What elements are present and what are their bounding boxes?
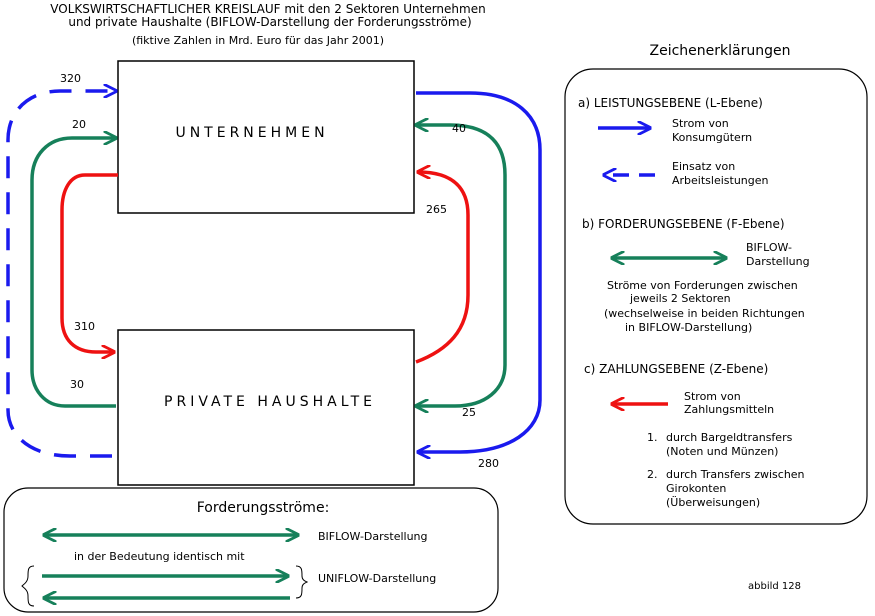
legend-b-desc4: in BIFLOW-Darstellung)	[625, 321, 752, 334]
legend-a1-line2: Konsumgütern	[672, 131, 752, 144]
flow-forderung-20-30	[30, 138, 116, 408]
label-private-haushalte: PRIVATE HAUSHALTE	[164, 394, 376, 410]
legend-c-item1-line1: durch Bargeldtransfers	[666, 431, 793, 444]
legend-a2-line2: Arbeitsleistungen	[672, 174, 769, 187]
value-280: 280	[478, 457, 499, 470]
forderungsstroeme-box	[3, 487, 499, 613]
bottom-biflow-label: BIFLOW-Darstellung	[318, 530, 428, 543]
legend-c-item2-line2: Girokonten	[666, 482, 726, 495]
box-unternehmen	[117, 60, 415, 214]
legend-box	[564, 68, 868, 525]
bottom-uniflow-label: UNIFLOW-Darstellung	[318, 572, 436, 585]
title-line-2: und private Haushalte (BIFLOW-Darstellun…	[68, 15, 471, 29]
legend-c-item2-num: 2.	[647, 468, 658, 481]
legend-c1-line2: Zahlungsmitteln	[684, 403, 774, 416]
title-line-3: (fiktive Zahlen in Mrd. Euro für das Jah…	[132, 34, 384, 47]
legend-a2-line1: Einsatz von	[672, 160, 735, 173]
flow-konsumgueter	[416, 91, 542, 452]
brace-right	[295, 565, 309, 599]
legend-b-desc3: (wechselweise in beiden Richtungen	[604, 307, 805, 320]
value-25: 25	[462, 406, 476, 419]
value-310: 310	[74, 320, 95, 333]
value-20: 20	[72, 118, 86, 131]
footer-label: abbild 128	[748, 581, 801, 592]
forderungsstroeme-title: Forderungsströme:	[197, 500, 330, 516]
brace-left	[21, 565, 35, 607]
legend-b-desc1: Ströme von Forderungen zwischen	[607, 279, 798, 292]
legend-a-heading: a) LEISTUNGSEBENE (L-Ebene)	[578, 96, 763, 110]
flow-forderung-40-25	[416, 125, 507, 406]
legend-c-item1-num: 1.	[647, 431, 658, 444]
flow-zahlung-265	[415, 172, 470, 364]
flow-arbeitsleistungen	[6, 91, 116, 458]
box-private-haushalte	[117, 329, 415, 486]
value-40: 40	[452, 122, 466, 135]
label-unternehmen: UNTERNEHMEN	[175, 125, 328, 141]
value-30: 30	[70, 378, 84, 391]
legend-c-item2-line1: durch Transfers zwischen	[666, 468, 805, 481]
legend-c1-line1: Strom von	[684, 390, 741, 403]
legend-b-heading: b) FORDERUNGSEBENE (F-Ebene)	[582, 217, 785, 231]
legend-c-item1-line2: (Noten und Münzen)	[666, 445, 778, 458]
value-265: 265	[426, 203, 447, 216]
legend-b-desc2: jeweils 2 Sektoren	[629, 292, 731, 305]
legend-c-heading: c) ZAHLUNGSEBENE (Z-Ebene)	[584, 362, 768, 376]
bottom-identisch-label: in der Bedeutung identisch mit	[74, 550, 245, 563]
legend-b1-line1: BIFLOW-	[746, 241, 792, 254]
legend-title: Zeichenerklärungen	[650, 43, 791, 59]
flow-zahlung-310	[60, 173, 118, 352]
legend-c-item2-line3: (Überweisungen)	[666, 496, 760, 509]
legend-a1-line1: Strom von	[672, 117, 729, 130]
legend-b1-line2: Darstellung	[746, 255, 810, 268]
title-line-1: VOLKSWIRTSCHAFTLICHER KREISLAUF mit den …	[50, 2, 485, 16]
value-320: 320	[60, 72, 81, 85]
